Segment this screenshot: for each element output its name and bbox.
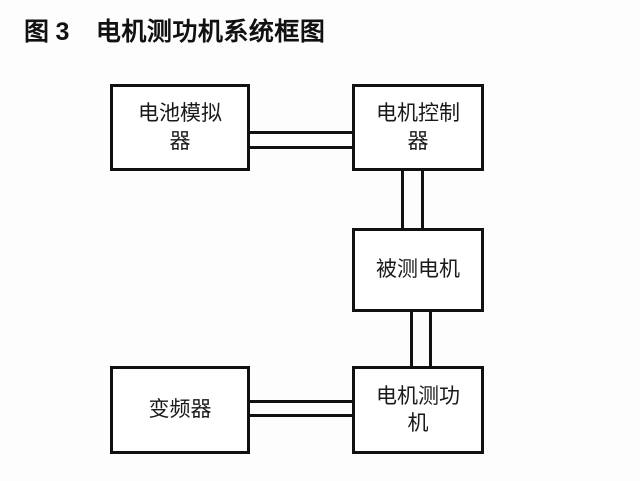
connector-motor-controller-to-motor-under-test-line-2	[421, 169, 424, 230]
block-frequency-inverter: 变频器	[110, 366, 250, 454]
connector-inverter-to-dynamometer-line-2	[248, 414, 354, 417]
block-motor-under-test-label: 被测电机	[376, 257, 460, 282]
block-battery-simulator: 电池模拟器	[110, 84, 250, 171]
figure-caption: 图 3 电机测功机系统框图	[24, 12, 325, 48]
connector-inverter-to-dynamometer-line-1	[248, 400, 354, 403]
figure-caption-label: 图	[24, 17, 50, 46]
block-battery-simulator-label: 电池模拟器	[138, 101, 222, 153]
figure-caption-number: 3	[55, 18, 70, 46]
connector-motor-controller-to-motor-under-test-line-1	[401, 169, 404, 230]
block-motor-under-test: 被测电机	[352, 228, 484, 312]
connector-motor-under-test-to-dynamometer-line-1	[410, 310, 413, 368]
connector-battery-sim-to-motor-controller-line-1	[248, 131, 354, 134]
connector-battery-sim-to-motor-controller-line-2	[248, 146, 354, 149]
block-motor-controller-label: 电机控制器	[376, 101, 460, 153]
figure-caption-title: 电机测功机系统框图	[95, 17, 326, 46]
block-frequency-inverter-label: 变频器	[148, 397, 212, 422]
block-motor-dynamometer: 电机测功机	[352, 366, 484, 454]
block-motor-dynamometer-label: 电机测功机	[376, 383, 460, 435]
block-motor-controller: 电机控制器	[352, 84, 484, 171]
connector-motor-under-test-to-dynamometer-line-2	[429, 310, 432, 368]
